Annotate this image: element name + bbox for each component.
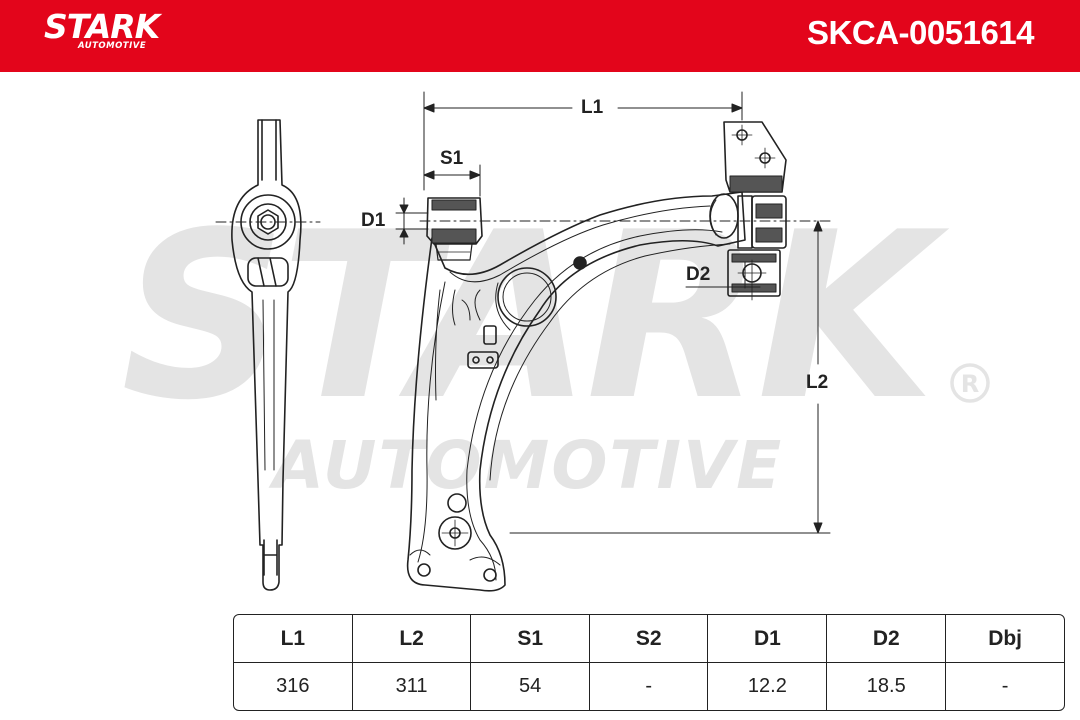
spec-header-s1: S1 <box>471 615 590 663</box>
spec-header-s2: S2 <box>589 615 709 663</box>
logo-subtitle: AUTOMOTIVE <box>78 41 147 51</box>
arm-body <box>406 191 746 592</box>
spec-header-l2: L2 <box>352 615 472 663</box>
spec-value-l2: 311 <box>353 663 472 710</box>
spec-value-d1: 12.2 <box>708 663 828 710</box>
stark-logo: STARK AUTOMOTIVE <box>44 7 160 52</box>
logo-brand: STARK <box>44 7 160 46</box>
spec-value-s1: 54 <box>471 663 590 710</box>
dimension-label-d2: D2 <box>686 264 711 285</box>
spec-header-d2: D2 <box>827 615 947 663</box>
part-number: SKCA-0051614 <box>807 14 1034 51</box>
spec-value-row: 316 311 54 - 12.2 18.5 - <box>234 663 1064 710</box>
header-bar: STARK AUTOMOTIVE SKCA-0051614 <box>0 0 1080 72</box>
spec-header-d1: D1 <box>708 615 828 663</box>
spec-table: L1 L2 S1 S2 D1 D2 Dbj 316 311 54 - 12.2 … <box>233 614 1065 711</box>
side-view <box>215 119 321 591</box>
dimension-label-d1: D1 <box>361 210 386 231</box>
front-bushing <box>419 197 831 261</box>
dimension-label-l2: L2 <box>806 372 829 393</box>
spec-header-l1: L1 <box>234 615 353 663</box>
spec-value-s2: - <box>590 663 709 710</box>
rear-mount <box>709 121 787 301</box>
spec-value-l1: 316 <box>234 663 353 710</box>
dimension-label-s1: S1 <box>440 148 464 169</box>
spec-header-dbj: Dbj <box>946 615 1064 663</box>
dimension-lines <box>395 91 831 534</box>
spec-value-dbj: - <box>1001 675 1009 697</box>
spec-header-row: L1 L2 S1 S2 D1 D2 Dbj <box>234 615 1064 663</box>
dimension-label-l1: L1 <box>581 97 604 118</box>
spec-value-d2: 18.5 <box>827 663 947 710</box>
